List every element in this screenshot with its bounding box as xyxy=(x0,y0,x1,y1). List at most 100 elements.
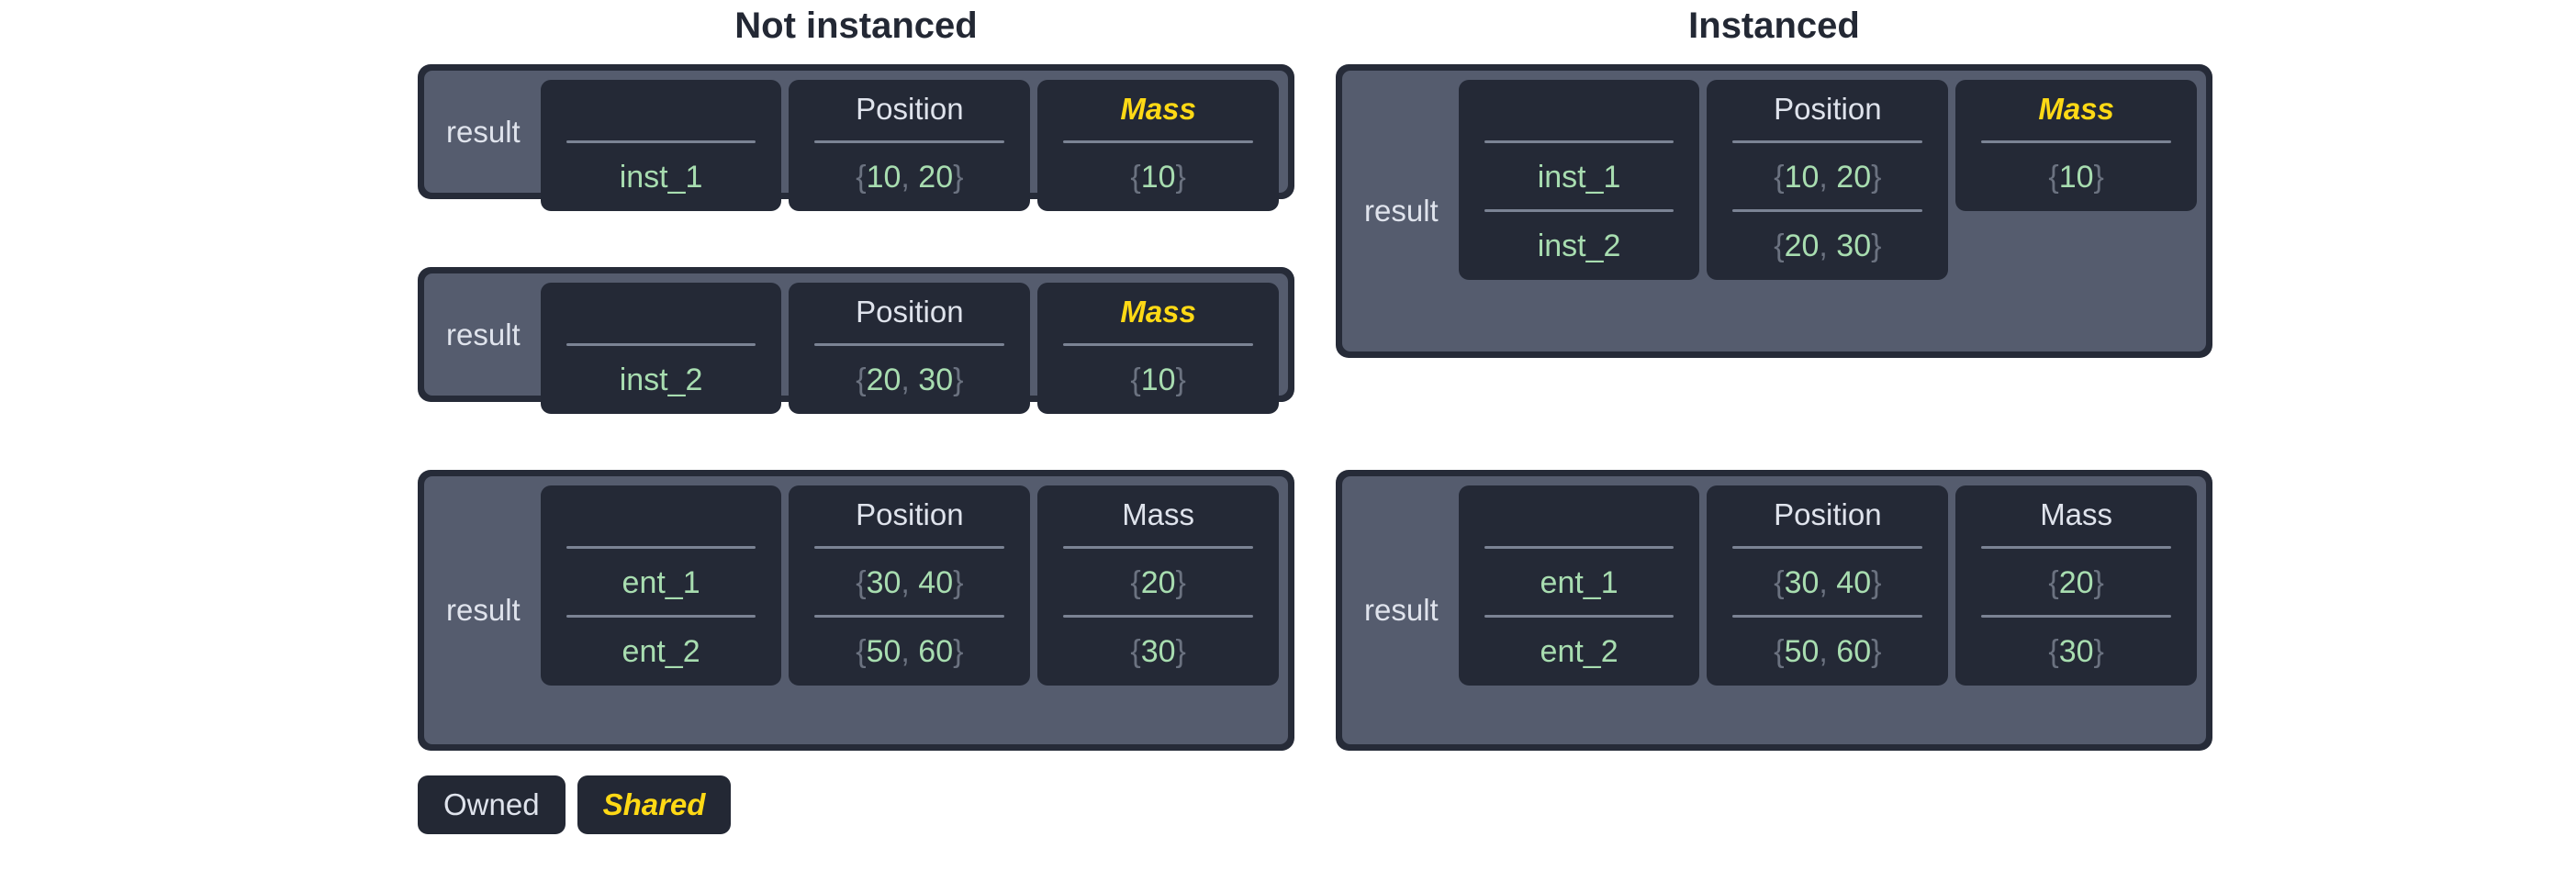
brace-close: } xyxy=(953,634,964,669)
column-header-blank xyxy=(1475,495,1684,535)
mass-value: 10 xyxy=(1140,160,1176,195)
column-position: Position {30, 40} {50, 60} xyxy=(789,485,1031,686)
table-row: inst_1 xyxy=(557,143,766,198)
cell-name: inst_1 xyxy=(1537,160,1621,195)
mass-value: 20 xyxy=(2058,565,2094,600)
position-y: 60 xyxy=(918,634,954,669)
column-mass: Mass {10} xyxy=(1037,80,1279,211)
column-name: ent_1 ent_2 xyxy=(1458,485,1700,686)
column-name: ent_1 ent_2 xyxy=(540,485,782,686)
column-name: inst_1 inst_2 xyxy=(1458,80,1700,280)
position-x: 20 xyxy=(866,362,902,397)
brace-open: { xyxy=(856,160,867,195)
brace-close: } xyxy=(2093,160,2104,195)
column-position: Position {30, 40} {50, 60} xyxy=(1707,485,1949,686)
table-row: {30, 40} xyxy=(805,549,1014,604)
position-y: 20 xyxy=(918,160,954,195)
table-instanced-instances: result inst_1 inst_2 Position {10, 20} {… xyxy=(1336,64,2212,358)
table-row: {20, 30} xyxy=(1723,212,1932,267)
table-columns: ent_1 ent_2 Position {30, 40} {50, 60} M… xyxy=(540,485,1279,686)
table-row: {50, 60} xyxy=(1723,618,1932,673)
table-row: {50, 60} xyxy=(805,618,1014,673)
header-rule xyxy=(814,140,1005,143)
position-x: 30 xyxy=(866,565,902,600)
cell-name: inst_1 xyxy=(619,160,703,195)
brace-close: } xyxy=(953,362,964,397)
table-row: inst_2 xyxy=(557,346,766,401)
table-not-instanced-entities: result ent_1 ent_2 Position {30, 40} {50… xyxy=(418,470,1294,751)
comma: , xyxy=(901,634,910,669)
table-columns: inst_1 inst_2 Position {10, 20} {20, 30}… xyxy=(1458,80,2197,280)
brace-close: } xyxy=(1871,634,1882,669)
row-rule xyxy=(1732,209,1923,212)
column-mass-shared: Mass {10} xyxy=(1955,80,2197,211)
comma: , xyxy=(1819,565,1828,600)
table-row: {10} xyxy=(1054,143,1262,198)
position-x: 20 xyxy=(1784,229,1820,263)
header-rule xyxy=(1732,546,1923,549)
column-position: Position {10, 20} {20, 30} xyxy=(1707,80,1949,280)
position-x: 50 xyxy=(1784,634,1820,669)
column-name: inst_2 xyxy=(540,283,782,414)
table-row: {10, 20} xyxy=(805,143,1014,198)
header-rule xyxy=(1484,546,1674,549)
row-rule xyxy=(1063,615,1253,618)
mass-value: 20 xyxy=(1140,565,1176,600)
column-header-position: Position xyxy=(1774,497,1882,531)
header-rule xyxy=(1732,140,1923,143)
table-row: inst_2 xyxy=(1475,212,1684,267)
table-row: {10} xyxy=(1972,143,2180,198)
cell-name: inst_2 xyxy=(1537,229,1621,263)
column-header-position: Position xyxy=(856,295,964,329)
mass-value: 10 xyxy=(1140,362,1176,397)
header-rule xyxy=(1484,140,1674,143)
column-title-instanced: Instanced xyxy=(1688,6,1860,46)
column-position: Position {20, 30} xyxy=(789,283,1031,414)
table-not-instanced-inst1: result inst_1 Position {10, 20} Mass {10… xyxy=(418,64,1294,211)
brace-close: } xyxy=(2093,634,2104,669)
comma: , xyxy=(901,565,910,600)
position-x: 50 xyxy=(866,634,902,669)
table-row: {30} xyxy=(1054,618,1262,673)
header-rule xyxy=(1063,140,1253,143)
legend-chip-shared: Shared xyxy=(577,775,732,834)
table-row: ent_2 xyxy=(557,618,766,673)
column-header-blank xyxy=(557,89,766,129)
table-panel: result inst_1 inst_2 Position {10, 20} {… xyxy=(1342,71,2206,351)
table-panel: result ent_1 ent_2 Position {30, 40} {50… xyxy=(424,476,1288,744)
table-row: {20} xyxy=(1054,549,1262,604)
comma: , xyxy=(1819,229,1828,263)
position-x: 10 xyxy=(1784,160,1820,195)
mass-value: 30 xyxy=(2058,634,2094,669)
table-row: {30} xyxy=(1972,618,2180,673)
table-row: inst_1 xyxy=(1475,143,1684,198)
brace-close: } xyxy=(1175,565,1186,600)
brace-close: } xyxy=(953,565,964,600)
table-row: ent_1 xyxy=(557,549,766,604)
result-label: result xyxy=(446,317,521,351)
brace-close: } xyxy=(1175,160,1186,195)
column-header-mass: Mass xyxy=(2040,497,2113,531)
row-rule xyxy=(566,615,756,618)
brace-open: { xyxy=(856,634,867,669)
table-row: {20, 30} xyxy=(805,346,1014,401)
position-x: 30 xyxy=(1784,565,1820,600)
position-y: 40 xyxy=(918,565,954,600)
result-label: result xyxy=(1364,194,1439,228)
column-title-not-instanced: Not instanced xyxy=(734,6,978,46)
row-rule xyxy=(1732,615,1923,618)
brace-open: { xyxy=(1774,634,1785,669)
brace-open: { xyxy=(1130,160,1141,195)
header-rule xyxy=(1981,546,2171,549)
column-header-mass: Mass xyxy=(2038,92,2114,126)
result-label: result xyxy=(446,114,521,149)
brace-close: } xyxy=(953,160,964,195)
cell-name: inst_2 xyxy=(619,362,703,397)
legend-chip-owned: Owned xyxy=(418,775,566,834)
brace-close: } xyxy=(1175,634,1186,669)
brace-open: { xyxy=(856,362,867,397)
header-rule xyxy=(814,343,1005,346)
table-not-instanced-inst2: result inst_2 Position {20, 30} Mass {10… xyxy=(418,267,1294,414)
comma: , xyxy=(901,362,910,397)
row-rule xyxy=(1981,615,2171,618)
